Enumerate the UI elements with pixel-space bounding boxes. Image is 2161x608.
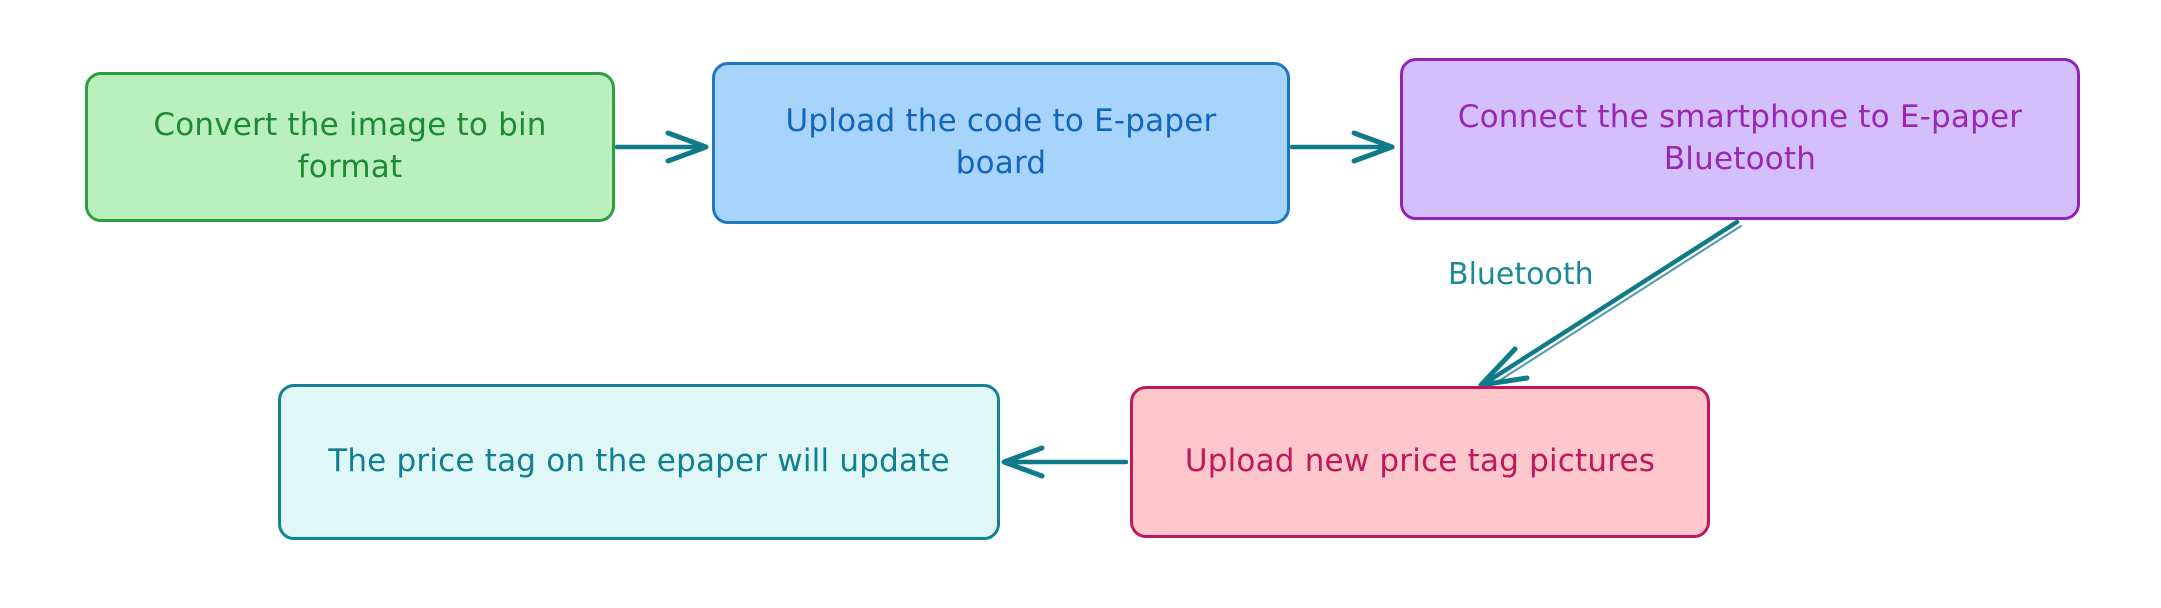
node-label-convert: Convert the image to bin format <box>153 107 547 185</box>
node-upload-price-tag-pictures[interactable]: Upload new price tag pictures <box>1130 386 1710 538</box>
edge-label-bluetooth: Bluetooth <box>1442 255 1600 294</box>
node-price-tag-update[interactable]: The price tag on the epaper will update <box>278 384 1000 540</box>
node-label-connect-bt: Connect the smartphone to E-paper Blueto… <box>1457 99 2023 177</box>
edge-connect-bt-to-upload-pics <box>1478 219 1742 388</box>
node-convert-image[interactable]: Convert the image to bin format <box>85 72 615 222</box>
edge-convert-to-upload-code <box>614 130 709 164</box>
node-label-price-update: The price tag on the epaper will update <box>328 443 950 480</box>
node-connect-bluetooth[interactable]: Connect the smartphone to E-paper Blueto… <box>1400 58 2080 220</box>
edge-upload-code-to-connect-bt <box>1289 130 1395 164</box>
node-label-upload-code: Upload the code to E-paper board <box>785 103 1217 181</box>
edge-upload-pics-to-price-update <box>1001 445 1129 479</box>
node-upload-code[interactable]: Upload the code to E-paper board <box>712 62 1290 224</box>
node-label-upload-pics: Upload new price tag pictures <box>1184 443 1656 480</box>
